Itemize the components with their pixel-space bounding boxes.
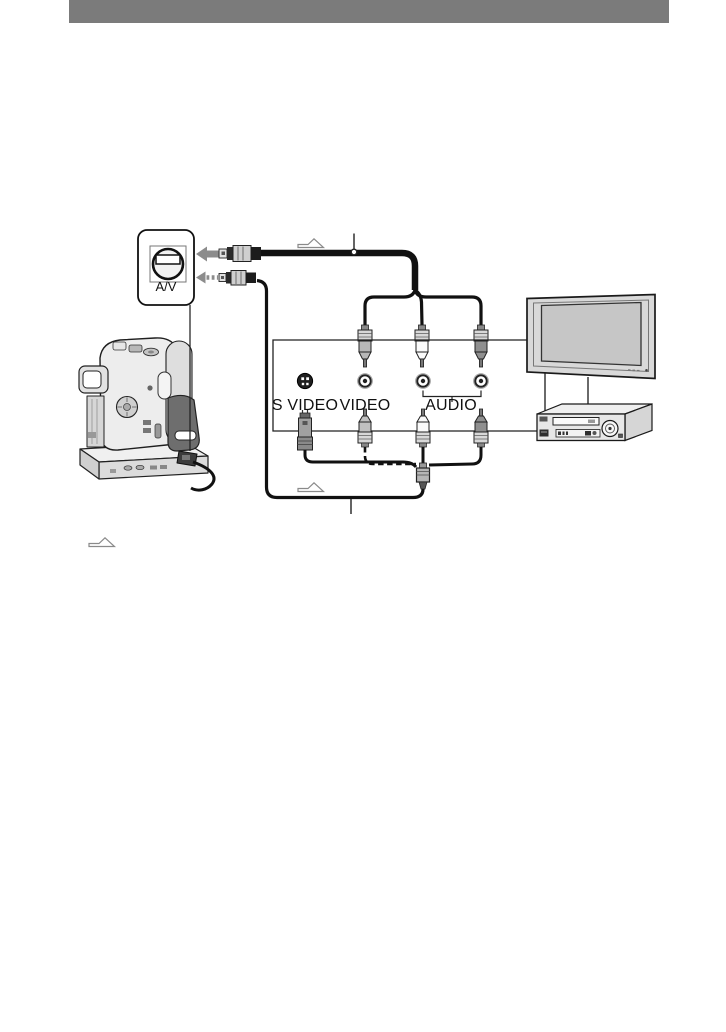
camcorder-lcd-edge [86,395,105,448]
s-video-av-cable-main [256,278,425,500]
camcorder-strap [167,394,200,452]
av-jack-label: A/V [155,279,177,294]
s-video-plug-up [297,410,313,451]
av-cable-branch-audio-r [413,289,483,325]
camcorder-viewfinder [78,365,109,394]
camcorder-button-dot [147,385,153,391]
vcr-dial [601,419,619,438]
rca-plug-audio-l-up [415,408,431,448]
camcorder-button [154,423,162,439]
s-video-cable-plug-camcorder [218,270,256,286]
cable-junction [415,462,431,490]
camcorder-speaker [157,371,172,400]
dashed-connect-arrow-icon [196,271,218,284]
rca-plug-audio-r-down [473,324,489,368]
av-jack-icon [149,245,187,283]
video-cable-dashed [363,447,416,466]
signal-flow-arrow-icon [297,481,326,493]
s-video-jack-icon [296,372,314,390]
jack-panel-outline [272,339,537,432]
s-video-jack-label: S VIDEO [271,397,339,414]
camcorder-top-controls [112,341,159,357]
signal-flow-arrow-icon [297,237,326,249]
rca-plug-audio-r-up [473,408,489,448]
audio-bracket [422,390,482,402]
s-video-cable [303,450,418,469]
tv-screen [540,301,642,367]
audio-jack-label: AUDIO [425,397,477,414]
rca-plug-video-down [357,324,373,368]
audio-r-cable [428,447,483,467]
av-cable-thick [261,249,419,290]
rca-jack-audio-l-icon [415,373,431,389]
rca-plug-audio-l-down [414,324,430,368]
camcorder-button [143,420,151,425]
camcorder-illustration [78,337,216,492]
camcorder-dial [115,395,139,419]
camcorder-av-plug [176,450,198,467]
vcr-cassette-slot [552,417,600,426]
rca-jack-video-icon [357,373,373,389]
av-cable-branch-video [363,289,417,325]
av-jack-callout [137,229,195,451]
rca-plug-video-up [357,408,373,448]
header-bar [69,0,669,23]
signal-flow-arrow-icon [88,536,117,548]
solid-connect-arrow-icon [196,246,219,262]
camcorder-button [143,428,151,433]
tv-illustration [526,293,656,380]
rca-jack-audio-r-icon [473,373,489,389]
av-cable-plug-camcorder [218,245,261,262]
camcorder-cable-stub [190,460,216,492]
vcr-illustration [536,403,653,442]
top-cable-callout [350,233,358,256]
video-jack-label: VIDEO [339,397,391,414]
